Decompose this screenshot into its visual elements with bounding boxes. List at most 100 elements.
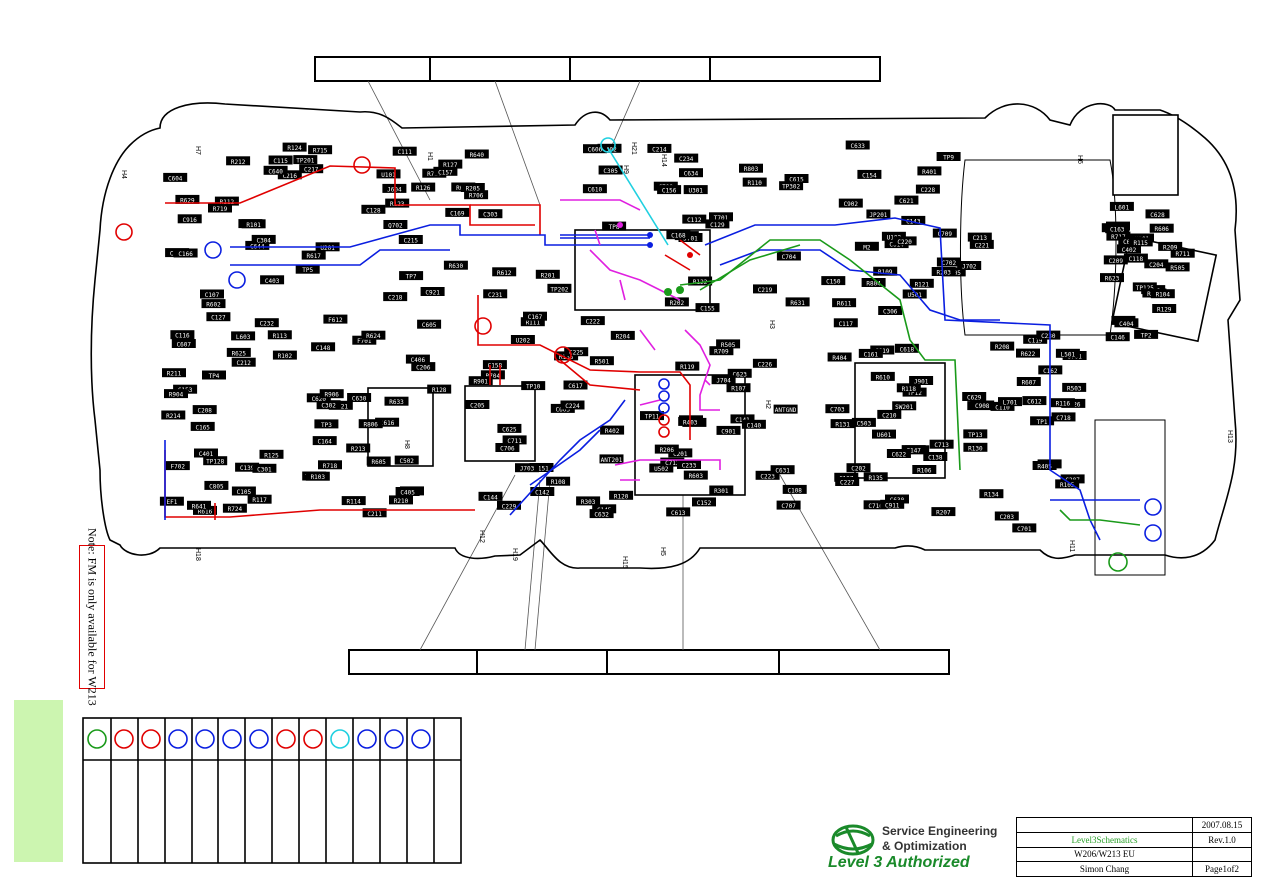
component-label: R704	[486, 373, 501, 380]
component-label: C228	[921, 187, 936, 194]
component-label: R633	[389, 399, 404, 406]
component-label: R203	[936, 270, 951, 277]
component-j703: J703	[515, 463, 539, 473]
component-r724: R724	[222, 503, 247, 513]
cyan-trace	[607, 147, 669, 246]
component-r121: R121	[909, 278, 934, 288]
component-label: C405	[400, 490, 415, 497]
component-c147: C147	[901, 445, 926, 455]
title-block-date: 2007.08.15	[1192, 817, 1252, 833]
component-c230: C230	[1036, 330, 1061, 340]
component-r107: R107	[726, 383, 751, 393]
component-c115: C115	[268, 155, 293, 165]
component-label: C640	[268, 168, 283, 175]
component-c618: C618	[894, 343, 919, 353]
component-label: C220	[897, 239, 912, 246]
component-label: R625	[232, 350, 247, 357]
component-c217: C217	[299, 164, 324, 174]
component-r128: R128	[427, 384, 452, 394]
component-c223: C223	[755, 470, 780, 480]
component-label: R603	[689, 473, 704, 480]
component-label: C231	[488, 292, 503, 299]
component-label: TP201	[296, 158, 314, 165]
component-jp201: JP201	[866, 209, 891, 219]
component-label: C234	[679, 156, 694, 163]
component-r402: R402	[600, 425, 625, 435]
component-c203: C203	[994, 511, 1019, 521]
component-c605: C605	[417, 319, 442, 329]
component-c406: C406	[405, 354, 430, 364]
component-label: R115	[1133, 240, 1148, 247]
component-label: C921	[425, 290, 440, 297]
display-connector-outline	[1094, 419, 1166, 576]
component-l603: L603	[231, 331, 256, 341]
title-block-empty	[1016, 817, 1193, 833]
component-label: R135	[868, 475, 883, 482]
legend-circle-blue	[411, 729, 431, 749]
component-c167: C167	[523, 311, 547, 321]
component-label: C911	[885, 502, 900, 509]
component-c157: C157	[433, 166, 458, 176]
component-r135: R135	[863, 472, 888, 482]
component-c110: C110	[990, 401, 1015, 411]
component-r715: R715	[308, 145, 333, 155]
component-label: EF1	[166, 499, 177, 506]
component-r704: R704	[480, 370, 505, 380]
component-c211: C211	[362, 508, 387, 518]
component-t701: T701	[709, 212, 733, 222]
component-label: C201	[673, 451, 688, 458]
component-label: R401	[922, 169, 937, 176]
component-label: R623	[1105, 276, 1120, 283]
component-c302: C302	[316, 400, 341, 410]
component-label: Q702	[388, 223, 403, 230]
component-label: C631	[775, 468, 790, 475]
component-label: R617	[306, 253, 321, 260]
title-block-rev: Rev.1.0	[1192, 831, 1252, 848]
component-label: C146	[1110, 335, 1125, 342]
component-label: C606	[588, 147, 603, 154]
component-r612: R612	[492, 267, 517, 277]
blue-traces	[164, 217, 1140, 541]
component-j702: J702	[957, 261, 982, 271]
component-label: TP12	[907, 390, 922, 397]
component-c401: C401	[194, 448, 218, 458]
component-label: R405	[1037, 464, 1052, 471]
component-label: C112	[687, 217, 702, 224]
component-u502: U502	[649, 463, 674, 473]
component-j901: J901	[909, 376, 934, 386]
component-c205: C205	[465, 400, 490, 410]
component-c150: C150	[821, 276, 846, 286]
component-label: J702	[962, 264, 977, 271]
component-tp2: TP2	[1134, 329, 1159, 339]
component-c168: C168	[666, 230, 691, 240]
board-label: H5	[659, 547, 666, 556]
component-label: T701	[714, 215, 729, 222]
component-label: TP202	[550, 286, 568, 293]
component-label: R629	[180, 197, 195, 204]
component-c216: C216	[277, 170, 302, 180]
component-label: C221	[975, 242, 990, 249]
component-label: C703	[830, 407, 845, 414]
component-r718: R718	[318, 460, 342, 470]
component-label: F702	[171, 464, 186, 471]
component-c118: C118	[1123, 253, 1148, 263]
component-c901: C901	[716, 425, 741, 435]
board-label: H3	[768, 320, 775, 329]
component-r129: R129	[1152, 304, 1177, 314]
component-label: C108	[787, 487, 802, 494]
component-label: L701	[1003, 400, 1018, 407]
component-c640: C640	[263, 165, 288, 175]
component-c303: C303	[478, 209, 503, 219]
component-c633: C633	[845, 140, 870, 150]
component-c215: C215	[398, 235, 423, 245]
component-label: R206	[660, 447, 675, 454]
component-label: TP1	[1037, 419, 1048, 426]
component-r116: R116	[1050, 398, 1075, 408]
legend-circle-red	[141, 729, 161, 749]
board-label: H14	[660, 154, 667, 167]
component-label: C227	[840, 480, 855, 487]
component-r207: R207	[931, 507, 956, 517]
component-c908: C908	[970, 400, 995, 410]
component-r711: R711	[1170, 248, 1195, 258]
component-c404: C404	[1114, 318, 1139, 328]
